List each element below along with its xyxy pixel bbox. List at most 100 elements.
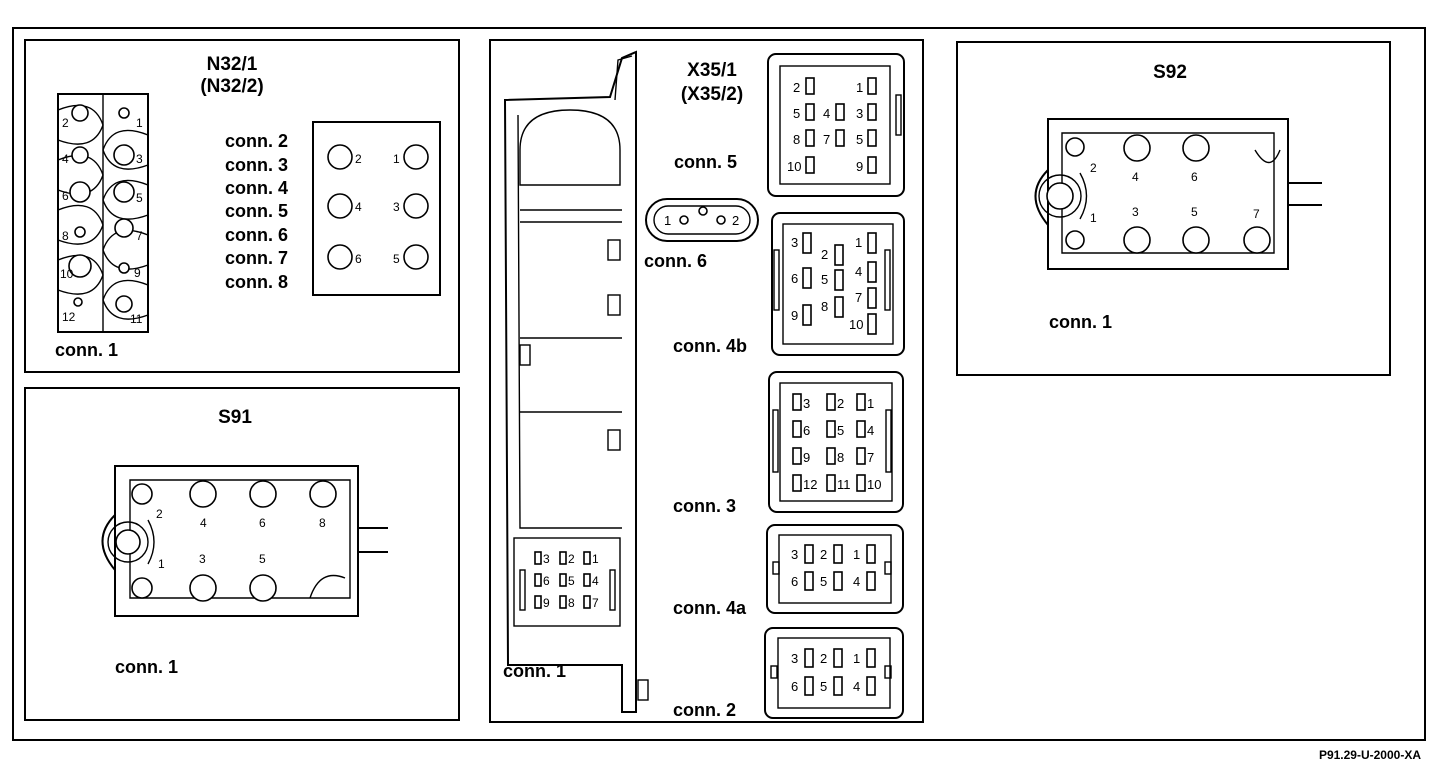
x35-conn5-pin xyxy=(835,103,845,121)
n32-small-pin-hole xyxy=(327,144,353,170)
s91-knob xyxy=(115,529,141,555)
s92-pin-hole xyxy=(1182,226,1210,254)
x35-conn5-pin-label: 4 xyxy=(823,106,830,121)
x35-conn4b-pin-label: 4 xyxy=(855,264,862,279)
s92-pin-hole xyxy=(1182,134,1210,162)
panel-s91-border xyxy=(24,387,460,721)
x35-conn5-pin-label: 9 xyxy=(856,159,863,174)
x35-conn5: 2 1 5 4 3 8 7 5 10 9 xyxy=(767,53,905,197)
x35-conn6-pin xyxy=(698,206,708,216)
x35-conn2-housing xyxy=(764,627,904,719)
x35-conn3-pin xyxy=(826,474,836,492)
n32-c1-pin-label: 7 xyxy=(136,229,143,243)
x35-conn1-label: conn. 1 xyxy=(503,661,566,681)
x35-conn3-pin xyxy=(856,474,866,492)
s91-knob-recess xyxy=(101,514,116,571)
x35-conn6-inner xyxy=(653,205,751,235)
x35-module-outline xyxy=(503,50,637,713)
n32-c1-pin-3-hole xyxy=(113,144,135,166)
n32-small-pin-hole xyxy=(403,193,429,219)
s92-inner-outline xyxy=(1061,132,1275,254)
x35-conn2: 3 2 1 6 5 4 xyxy=(764,627,904,719)
x35-conn3-guide xyxy=(885,409,892,473)
n32-conn-list-item: conn. 3 xyxy=(225,155,288,175)
n32-conn1-label: conn. 1 xyxy=(55,340,118,360)
x35-conn2-pin-label: 3 xyxy=(791,651,798,666)
s91-pin-label: 8 xyxy=(319,516,326,530)
x35-conn2-pin xyxy=(804,648,814,668)
x35-c1-pin xyxy=(583,573,591,587)
s92-pin-label: 6 xyxy=(1191,170,1198,184)
x35-module-tab xyxy=(637,679,649,701)
x35-conn4b: 3 2 1 6 5 4 9 8 7 10 xyxy=(771,212,905,356)
n32-c1-pin-11-hole xyxy=(115,295,133,313)
x35-conn5-pin xyxy=(805,103,815,121)
panel-x35: X35/1 (X35/2) xyxy=(489,39,924,723)
x35-conn4a-pin-label: 1 xyxy=(853,547,860,562)
x35-conn3: 3 2 1 6 5 4 9 8 7 12 11 10 xyxy=(768,371,904,513)
x35-c1-pin-label: 7 xyxy=(592,596,599,610)
x35-conn3-pin xyxy=(826,393,836,411)
x35-conn3-inner xyxy=(779,382,893,502)
x35-conn4a-housing xyxy=(766,524,904,614)
x35-conn3-pin-label: 8 xyxy=(837,450,844,465)
n32-c1-pin-label: 2 xyxy=(62,116,69,130)
s91-pin-hole xyxy=(131,577,153,599)
x35-conn6-pin xyxy=(679,215,689,225)
n32-c1-pin-label: 8 xyxy=(62,229,69,243)
x35-conn3-pin-label: 5 xyxy=(837,423,844,438)
x35-conn3-pin xyxy=(856,447,866,465)
x35-conn5-pin-label: 8 xyxy=(793,132,800,147)
x35-conn4b-pin xyxy=(867,261,877,283)
x35-module-clip xyxy=(607,429,621,451)
x35-c1-pin-label: 3 xyxy=(543,552,550,566)
n32-c1-pin-6-hole xyxy=(69,181,91,203)
x35-conn4a-guide xyxy=(884,561,892,575)
s92-pin-hole xyxy=(1065,230,1085,250)
x35-conn4a-guide xyxy=(772,561,780,575)
s92-conn-label: conn. 1 xyxy=(1049,312,1112,332)
x35-conn6: 1 2 xyxy=(645,198,759,242)
n32-conn1-left-scallops xyxy=(57,104,104,295)
x35-conn4a-pin xyxy=(866,571,876,591)
n32-c1-pin-label: 10 xyxy=(60,267,74,281)
x35-conn4b-pin-label: 3 xyxy=(791,235,798,250)
s92-pin-hole xyxy=(1243,226,1271,254)
n32-conn-list-item: conn. 5 xyxy=(225,201,288,221)
n32-subtitle: (N32/2) xyxy=(200,76,263,97)
s92-title: S92 xyxy=(1153,62,1187,83)
n32-c1-pin-2-hole xyxy=(71,104,89,122)
x35-conn4b-pin-label: 5 xyxy=(821,272,828,287)
x35-c1-guide xyxy=(519,569,526,611)
n32-small-pin-hole xyxy=(403,144,429,170)
n32-small-pin-hole xyxy=(327,244,353,270)
x35-conn4a-pin xyxy=(804,571,814,591)
x35-conn4b-pin xyxy=(834,269,844,291)
x35-conn4b-pin xyxy=(867,232,877,254)
x35-conn3-pin-label: 11 xyxy=(837,477,851,492)
x35-c1-pins: 3 2 1 6 5 4 9 8 7 xyxy=(519,551,616,611)
x35-conn4b-pin xyxy=(867,313,877,335)
s91-pin-hole xyxy=(189,480,217,508)
s92-pin-label: 7 xyxy=(1253,207,1260,221)
s92-pin-label: 5 xyxy=(1191,205,1198,219)
x35-conn3-housing xyxy=(768,371,904,513)
x35-subtitle: (X35/2) xyxy=(681,84,743,105)
s92-pin-label: 3 xyxy=(1132,205,1139,219)
n32-small-pin-label: 1 xyxy=(393,152,400,166)
s91-pin-hole xyxy=(249,480,277,508)
x35-conn5-pin-label: 5 xyxy=(793,106,800,121)
s91-pin-hole xyxy=(309,480,337,508)
n32-c1-pin-9-hole xyxy=(118,262,130,274)
n32-small-housing xyxy=(312,121,441,296)
n32-c1-pin-label: 11 xyxy=(130,312,143,326)
s91-pin-label: 4 xyxy=(200,516,207,530)
n32-small-pin-label: 6 xyxy=(355,252,362,266)
s91-pin-label: 5 xyxy=(259,552,266,566)
x35-conn4b-pin xyxy=(834,244,844,266)
x35-c1-guide xyxy=(609,569,616,611)
x35-conn3-label: conn. 3 xyxy=(673,496,736,516)
x35-c1-pin xyxy=(559,573,567,587)
x35-c1-pin xyxy=(559,551,567,565)
